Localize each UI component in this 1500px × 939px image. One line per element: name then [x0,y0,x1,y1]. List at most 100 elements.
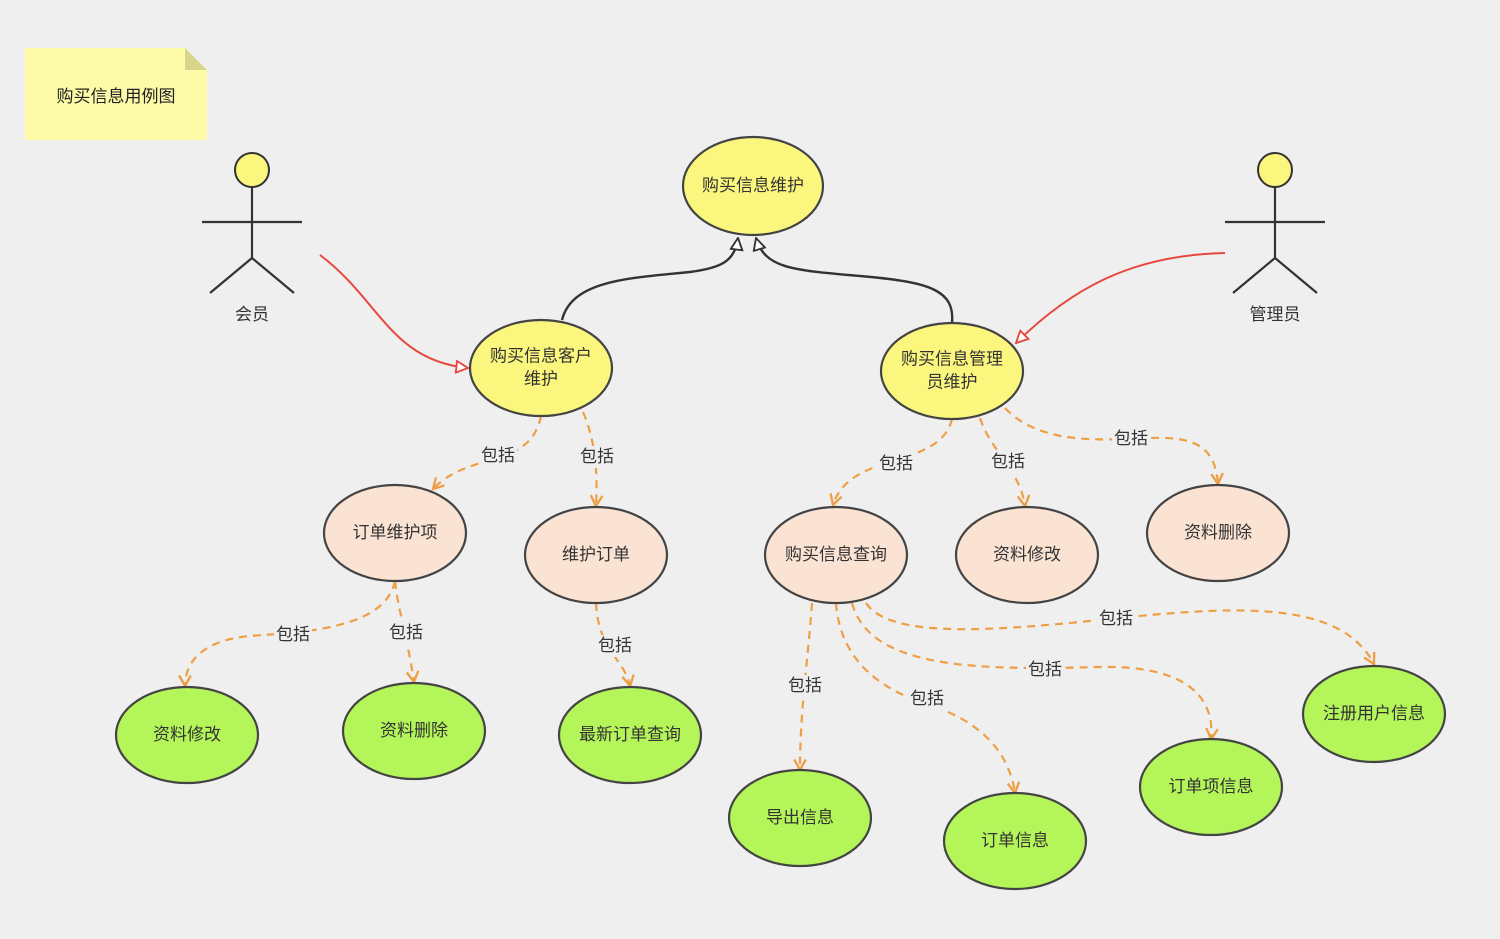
use-case-edit1: 资料修改 [114,685,260,785]
use-case-latest: 最新订单查询 [557,685,703,785]
include-label-inc-5: 包括 [1112,428,1150,450]
use-case-ellipse [523,505,669,605]
edge-generalization-mgr-to-root [756,238,954,324]
use-case-ellipse [468,318,614,418]
use-case-label: 员维护 [927,373,978,393]
include-label-text: 包括 [879,454,913,474]
include-label-inc-7: 包括 [387,622,425,644]
include-label-bg [596,635,634,657]
use-case-label: 最新订单查询 [579,725,681,745]
include-label-bg [989,451,1027,473]
include-label-inc-10: 包括 [908,688,946,710]
use-case-label: 资料修改 [993,545,1061,565]
edge-include-query-to-orderItem [850,602,1211,739]
include-label-text: 包括 [1114,429,1148,449]
include-label-text: 包括 [481,446,515,466]
edge-include-query-to-order [834,602,1015,793]
use-case-label: 购买信息维护 [702,176,804,196]
use-case-ellipse [322,483,468,583]
actor-admin: 管理员 [1225,152,1325,325]
use-case-ordItem: 订单维护项 [322,483,468,583]
use-case-root: 购买信息维护 [681,135,825,237]
include-label-text: 包括 [1028,660,1062,680]
use-case-ordMaint: 维护订单 [523,505,669,605]
use-case-label: 导出信息 [766,808,834,828]
edge-include-cust-to-ordItem [433,415,543,489]
actor-name: 管理员 [1250,305,1301,325]
use-case-label: 资料删除 [380,721,448,741]
use-case-ellipse [681,135,825,237]
use-case-ellipse [879,321,1025,421]
use-case-reg: 注册用户信息 [1301,664,1447,764]
edge-association-member-to-cust [319,254,468,368]
actor-body [202,187,302,294]
use-case-label: 资料修改 [153,725,221,745]
actor-name: 会员 [235,305,269,325]
use-case-export: 导出信息 [727,768,873,868]
use-case-ellipse [763,505,909,605]
include-label-text: 包括 [1099,609,1133,629]
use-case-del2: 资料删除 [1145,483,1291,583]
use-case-label: 注册用户信息 [1323,704,1425,724]
include-label-bg [578,446,616,468]
include-label-bg [274,624,312,646]
actor-head [234,152,270,188]
include-label-text: 包括 [910,689,944,709]
include-label-inc-8: 包括 [596,635,634,657]
include-label-bg [1112,428,1150,450]
include-label-text: 包括 [991,452,1025,472]
include-label-inc-4: 包括 [989,451,1027,473]
include-label-bg [786,675,824,697]
include-label-text: 包括 [580,447,614,467]
use-case-ellipse [114,685,260,785]
use-case-ellipse [727,768,873,868]
actor-head [1257,152,1293,188]
include-label-inc-1: 包括 [479,445,517,467]
use-case-del1: 资料删除 [341,681,487,781]
include-label-inc-6: 包括 [274,624,312,646]
include-label-bg [1097,608,1135,630]
use-case-label: 订单项信息 [1169,777,1254,797]
include-label-bg [1026,659,1064,681]
edge-generalization-cust-to-root [560,238,738,321]
use-case-ellipse [557,685,703,785]
use-case-label: 订单信息 [981,831,1049,851]
use-case-label: 购买信息客户 [490,347,592,367]
edge-include-mgr-to-del2 [1004,407,1218,484]
include-label-text: 包括 [598,636,632,656]
sticky-note-title: 购买信息用例图 [56,86,176,107]
include-label-inc-3: 包括 [877,453,915,475]
include-label-inc-2: 包括 [578,446,616,468]
include-label-inc-11: 包括 [1026,659,1064,681]
use-case-ellipse [1138,737,1284,837]
include-label-text: 包括 [788,676,822,696]
use-case-label: 购买信息查询 [785,545,887,565]
use-case-ellipse [1145,483,1291,583]
edge-association-admin-to-mgr [1016,252,1226,343]
actor-body [1225,187,1325,294]
use-case-ellipse [954,505,1100,605]
use-case-ellipse [942,791,1088,891]
use-case-label: 购买信息管理 [901,350,1003,370]
include-label-text: 包括 [276,625,310,645]
sticky-note [25,48,207,140]
edge-include-ordItem-to-edit1 [185,580,397,686]
actor-member: 会员 [202,152,302,325]
use-case-edit2: 资料修改 [954,505,1100,605]
use-case-ellipse [1301,664,1447,764]
include-label-inc-9: 包括 [786,675,824,697]
use-case-ellipse [341,681,487,781]
use-case-label: 订单维护项 [353,523,438,543]
use-case-label: 维护订单 [562,545,630,565]
use-case-label: 资料删除 [1184,523,1252,543]
use-case-label: 维护 [524,370,558,390]
use-case-order: 订单信息 [942,791,1088,891]
include-label-bg [479,445,517,467]
include-label-text: 包括 [389,623,423,643]
include-label-bg [387,622,425,644]
use-case-query: 购买信息查询 [763,505,909,605]
include-label-inc-12: 包括 [1097,608,1135,630]
